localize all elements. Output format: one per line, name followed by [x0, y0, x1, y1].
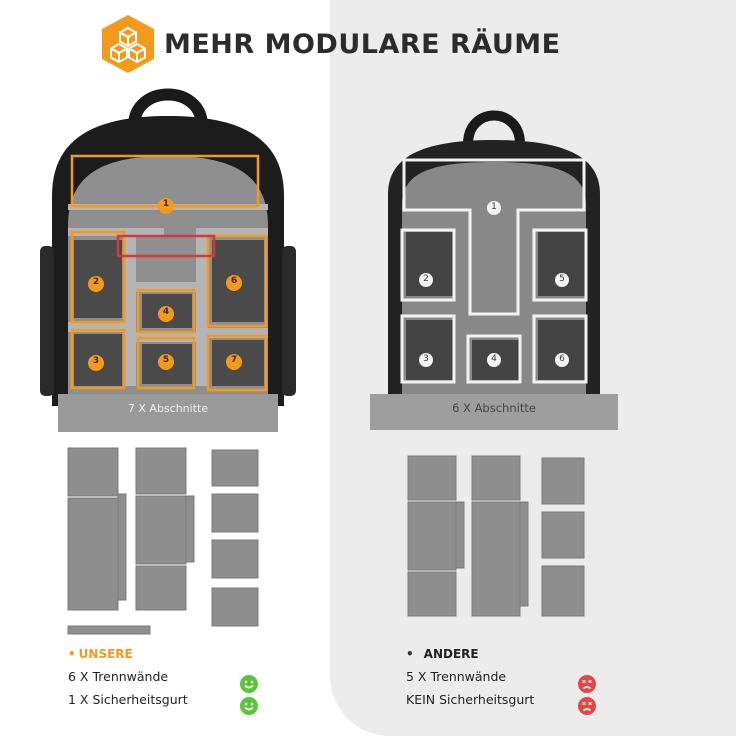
bullet-icon: •	[406, 647, 414, 661]
section-number-4: 4	[491, 354, 497, 364]
sad-face-icon	[578, 675, 596, 693]
section-number-2: 2	[92, 277, 100, 287]
ours-feature-strap: 1 X Sicherheitsgurt	[68, 692, 188, 707]
section-number-3: 3	[423, 354, 429, 364]
others-heading: • ANDERE	[406, 646, 606, 662]
others-feature-list: • ANDERE 5 X Trennwände KEIN Sicherheits…	[406, 646, 606, 711]
section-number-5: 5	[162, 355, 170, 365]
divider-pieces-ours	[67, 447, 259, 635]
sad-face-icon	[578, 697, 596, 715]
section-number-3: 3	[92, 356, 100, 366]
ours-heading-label: UNSERE	[78, 647, 133, 661]
bullet-icon: •	[68, 647, 76, 661]
section-number-1: 1	[162, 199, 170, 209]
others-feature-strap: KEIN Sicherheitsgurt	[406, 692, 535, 707]
backpack-others: 1 2 3 4 5 6 6 X Abschnitte	[368, 104, 620, 430]
backpack-ours: 1 2 3 4 5 6 7 7 X Abschnitte	[38, 76, 298, 432]
cube-hexagon-icon	[102, 15, 154, 73]
section-number-5: 5	[559, 274, 565, 284]
backpack-others-illustration	[370, 110, 618, 430]
page-title: MEHR MODULARE RÄUME	[164, 28, 561, 60]
others-feature-dividers: 5 X Trennwände	[406, 669, 507, 684]
others-heading-label: ANDERE	[423, 647, 479, 661]
divider-pieces-others	[407, 455, 585, 617]
smiley-icon	[240, 675, 258, 693]
section-number-7: 7	[230, 355, 238, 365]
section-count-caption: 7 X Abschnitte	[127, 402, 209, 415]
ours-heading: • UNSERE	[68, 646, 268, 662]
ours-feature-list: • UNSERE 6 X Trennwände 1 X Sicherheitsg…	[68, 646, 268, 711]
smiley-icon	[240, 697, 258, 715]
section-number-1: 1	[491, 202, 497, 212]
section-number-6: 6	[230, 276, 238, 286]
section-number-6: 6	[559, 354, 565, 364]
backpack-ours-illustration	[40, 88, 296, 432]
section-number-4: 4	[162, 307, 170, 317]
section-count-caption: 6 X Abschnitte	[452, 401, 536, 415]
ours-feature-dividers: 6 X Trennwände	[68, 669, 169, 684]
title-row: MEHR MODULARE RÄUME	[100, 12, 561, 76]
section-number-2: 2	[423, 274, 429, 284]
